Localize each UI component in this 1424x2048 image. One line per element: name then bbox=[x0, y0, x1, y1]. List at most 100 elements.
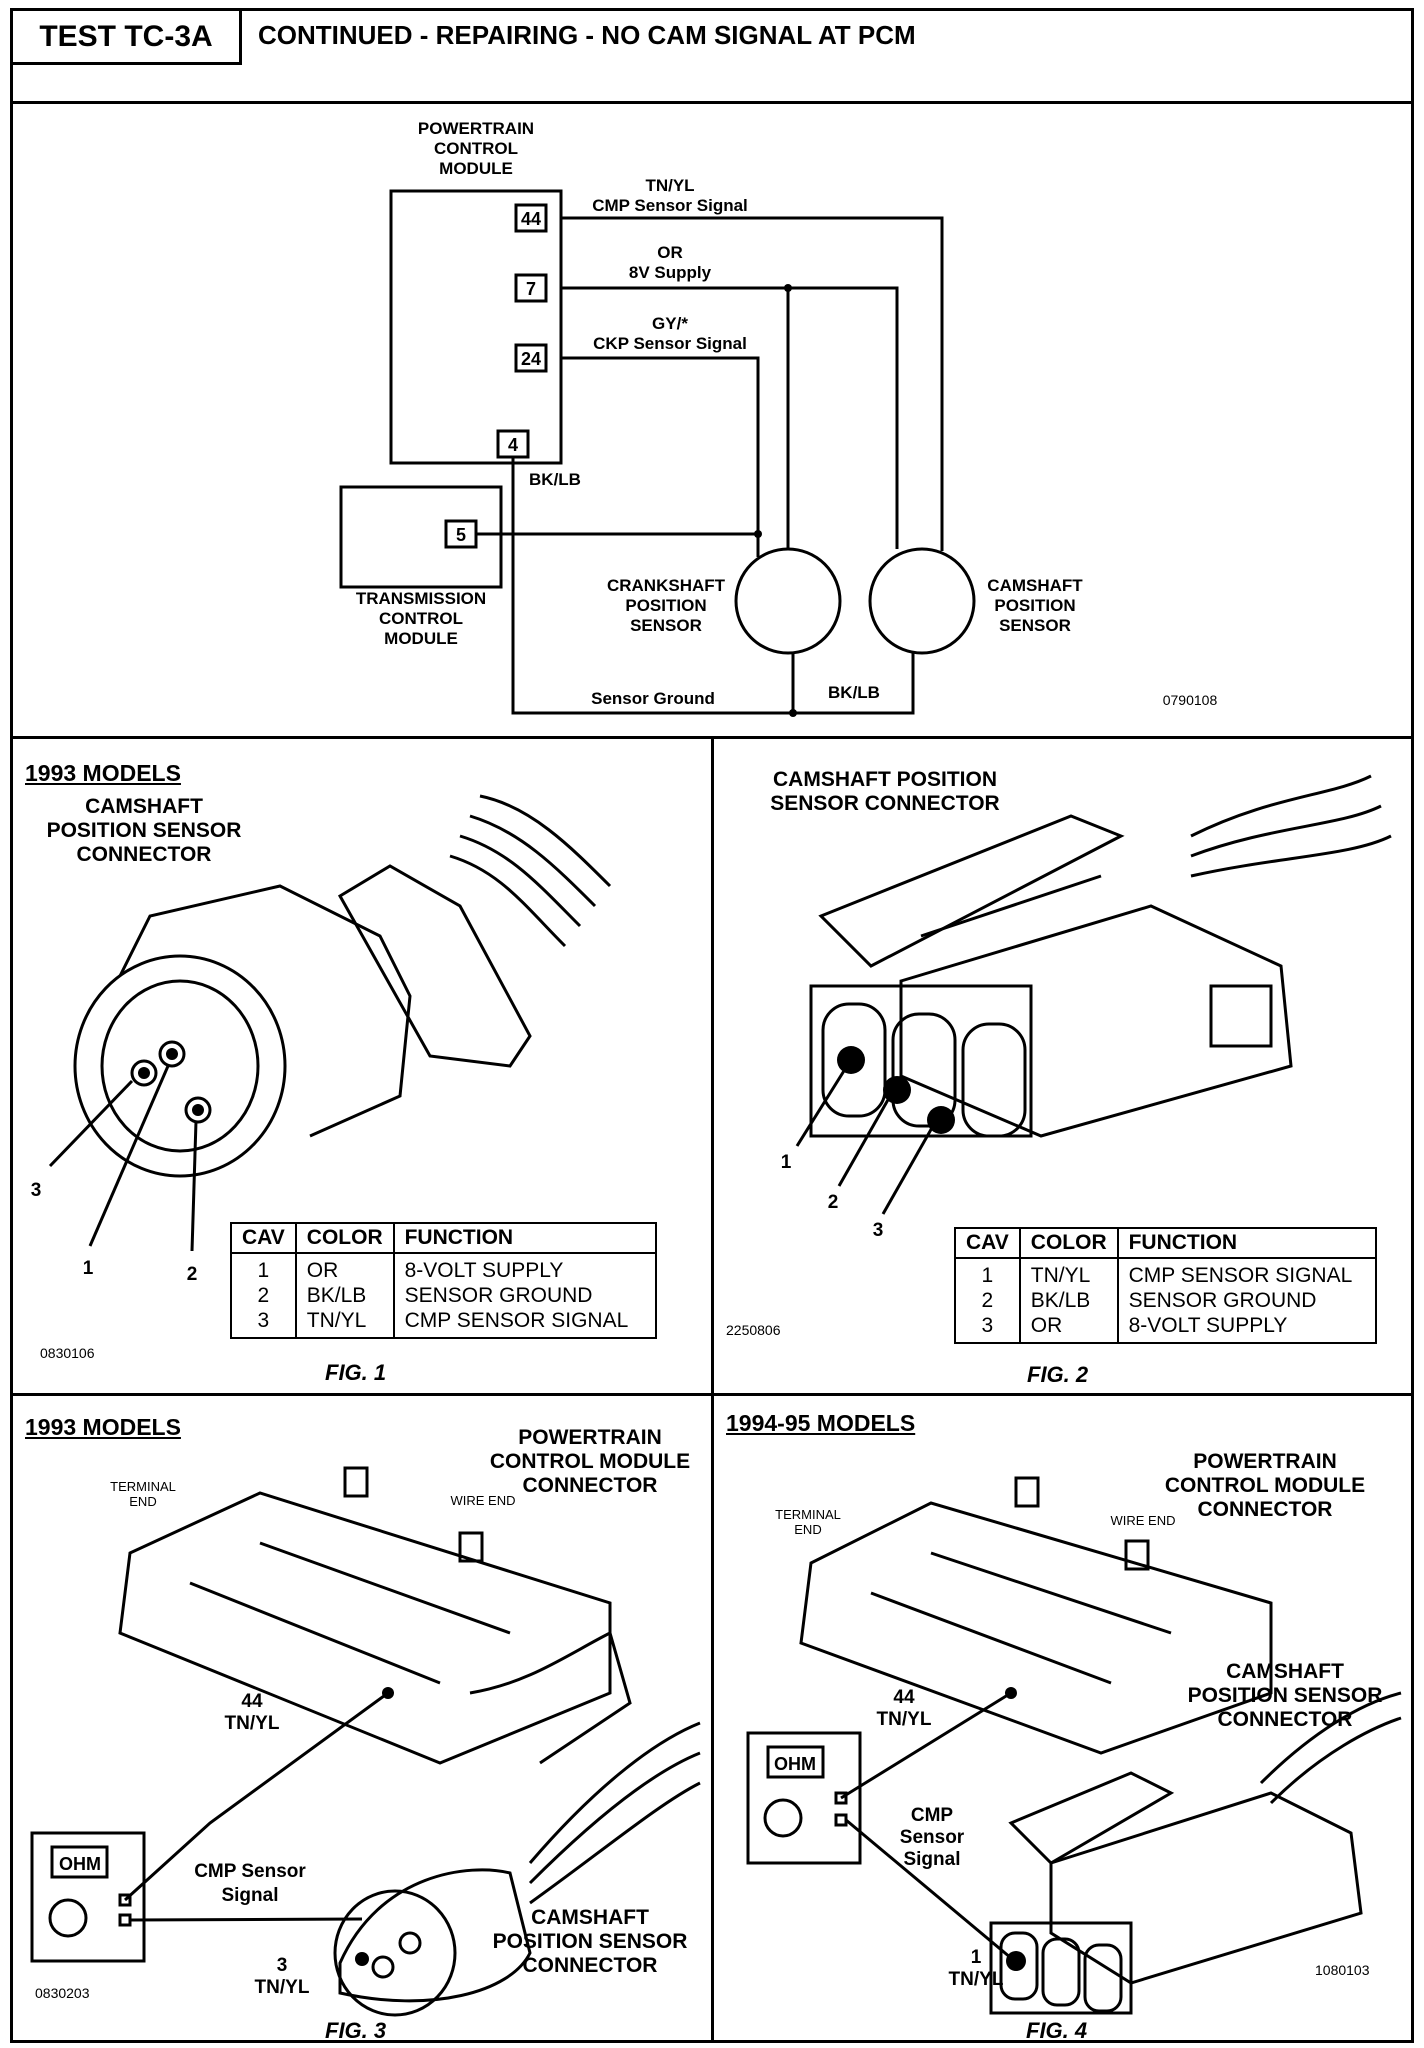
splice-dot bbox=[789, 709, 797, 717]
fig2-latch-window bbox=[1209, 984, 1273, 1048]
fig2-caption: FIG. 2 bbox=[1027, 1362, 1089, 1387]
fig3-drawing: 44 TN/YL OHM CMP Sensor Signal 3 TN/YL T… bbox=[30, 1466, 701, 2017]
fig2-cell: TN/YL bbox=[1018, 1258, 1119, 1288]
fig1-face-inner bbox=[100, 979, 260, 1153]
cam-label-3: SENSOR bbox=[999, 616, 1071, 635]
tcm-label-2: CONTROL bbox=[379, 609, 463, 628]
fig4-signal-2: Sensor bbox=[900, 1827, 965, 1848]
fig4-pcm-connector bbox=[799, 1501, 1273, 1755]
fig2-cell: SENSOR GROUND bbox=[1116, 1288, 1377, 1313]
fig4-pcm-label-1: POWERTRAIN bbox=[1193, 1450, 1337, 1473]
tcm-label-1: TRANSMISSION bbox=[356, 589, 486, 608]
fig1-face-outer bbox=[73, 954, 287, 1178]
schematic-code: 0790108 bbox=[1163, 692, 1218, 708]
fig4-pin44-num: 44 bbox=[893, 1687, 915, 1708]
fig3-cam-label-3: CONNECTOR bbox=[522, 1954, 658, 1977]
tcm-box bbox=[339, 485, 503, 589]
cam-label-2: POSITION bbox=[994, 596, 1075, 615]
fig2-cell: 8-VOLT SUPPLY bbox=[1116, 1313, 1377, 1344]
fig1-cell: 3 bbox=[230, 1308, 297, 1339]
fig3-pcm-label-2: CONTROL MODULE bbox=[489, 1450, 691, 1473]
fig2-callout-1: 1 bbox=[781, 1152, 792, 1173]
fig4-meter-label: OHM bbox=[774, 1754, 816, 1774]
fig3-cam-face bbox=[333, 1889, 457, 2017]
fig1-callout-1: 1 bbox=[83, 1258, 94, 1279]
fig2-latch bbox=[818, 814, 1125, 968]
fig4-cam-cavity bbox=[999, 1931, 1039, 2001]
fig4-cam-label-2: POSITION SENSOR bbox=[1187, 1684, 1383, 1707]
fig1-th-color: COLOR bbox=[294, 1222, 395, 1254]
crank-label-1: CRANKSHAFT bbox=[607, 576, 726, 595]
fig2-face bbox=[809, 984, 1033, 1138]
fig3-lead-44 bbox=[123, 1691, 389, 1902]
fig3-cam-label-2: POSITION SENSOR bbox=[492, 1930, 688, 1953]
fig2-title-2: SENSOR CONNECTOR bbox=[770, 792, 1000, 815]
fig4-pcm-label-3: CONNECTOR bbox=[1197, 1498, 1333, 1521]
w7-name: 8V Supply bbox=[629, 263, 712, 282]
fig1-cell: BK/LB bbox=[294, 1283, 395, 1308]
fig1-wire bbox=[459, 834, 582, 928]
fig2-connector-drawing: 1 2 3 bbox=[781, 774, 1392, 1241]
fig2-leader-1 bbox=[795, 1065, 849, 1147]
pin-24-box bbox=[514, 343, 548, 373]
fig3-cam-label-1: CAMSHAFT bbox=[531, 1906, 649, 1929]
fig2-cavity-1 bbox=[821, 1002, 887, 1118]
fig3-pcm-label-1: POWERTRAIN bbox=[518, 1426, 662, 1449]
w44-color: TN/YL bbox=[645, 176, 694, 195]
fig4-models: 1994-95 MODELS bbox=[726, 1410, 916, 1436]
fig4-pcm-connector-label: POWERTRAIN CONTROL MODULE CONNECTOR bbox=[1145, 1450, 1385, 1522]
fig4-pcm-label-2: CONTROL MODULE bbox=[1164, 1474, 1366, 1497]
fig4-panel bbox=[711, 1393, 1414, 2043]
fig3-meter-label: OHM bbox=[59, 1854, 101, 1874]
w4-color: BK/LB bbox=[529, 470, 581, 489]
fig1-boot bbox=[337, 864, 532, 1068]
fig1-cell: 1 bbox=[230, 1253, 297, 1283]
fig1-title: CAMSHAFT POSITION SENSOR CONNECTOR bbox=[30, 795, 258, 867]
fig2-th-function: FUNCTION bbox=[1116, 1227, 1377, 1259]
fig1-callout-3: 3 bbox=[31, 1180, 42, 1201]
fig1-leader-1 bbox=[88, 1065, 170, 1247]
fig3-cam-cavity bbox=[398, 1931, 422, 1955]
wire-7 bbox=[561, 286, 899, 549]
fig2-body bbox=[899, 904, 1293, 1138]
w7-color: OR bbox=[657, 243, 683, 262]
pin-44-box bbox=[514, 203, 548, 233]
fig4-meter-display bbox=[766, 1745, 825, 1779]
pcm-label-2: CONTROL bbox=[434, 139, 518, 158]
fig1-wire bbox=[469, 814, 597, 908]
fig4-cam-cavity bbox=[1041, 1937, 1081, 2007]
fig4-cam-label-1: CAMSHAFT bbox=[1226, 1660, 1344, 1683]
fig2-leader-2 bbox=[837, 1097, 891, 1187]
fig4-lead-44 bbox=[840, 1691, 1012, 1800]
fig2-leader-3 bbox=[881, 1125, 935, 1215]
fig3-wire-end: WIRE END bbox=[451, 1493, 516, 1508]
fig3-meter-jack bbox=[118, 1893, 132, 1907]
pin-44-label: 44 bbox=[521, 209, 541, 229]
fig4-meter-jack bbox=[834, 1813, 848, 1827]
fig4-pin44-color: TN/YL bbox=[877, 1709, 932, 1730]
fig4-caption: FIG. 4 bbox=[1026, 2018, 1088, 2043]
fig4-drawing: 44 TN/YL OHM CMP Sensor Signal 1 TN/YL T… bbox=[746, 1476, 1402, 2015]
fig3-terminal-end-2: END bbox=[129, 1494, 156, 1509]
fig2-cell: CMP SENSOR SIGNAL bbox=[1116, 1258, 1377, 1288]
splice-dot bbox=[784, 284, 792, 292]
fig3-signal-1: CMP Sensor bbox=[194, 1861, 306, 1882]
fig3-pin3-color: TN/YL bbox=[255, 1977, 310, 1998]
fig3-pin44-num: 44 bbox=[241, 1691, 263, 1712]
fig3-pin3-num: 3 bbox=[277, 1955, 288, 1976]
fig4-tab bbox=[1124, 1539, 1150, 1571]
cam-label-1: CAMSHAFT bbox=[987, 576, 1083, 595]
fig3-pcm-connector-label: POWERTRAIN CONTROL MODULE CONNECTOR bbox=[470, 1426, 710, 1498]
fig2-latch-line bbox=[920, 874, 1102, 938]
fig2-cavity-2 bbox=[891, 1012, 957, 1128]
fig4-wire-end: WIRE END bbox=[1111, 1513, 1176, 1528]
tcm-label-3: MODULE bbox=[384, 629, 458, 648]
fig1-cell: SENSOR GROUND bbox=[392, 1283, 657, 1308]
fig2-cell: OR bbox=[1018, 1313, 1119, 1344]
